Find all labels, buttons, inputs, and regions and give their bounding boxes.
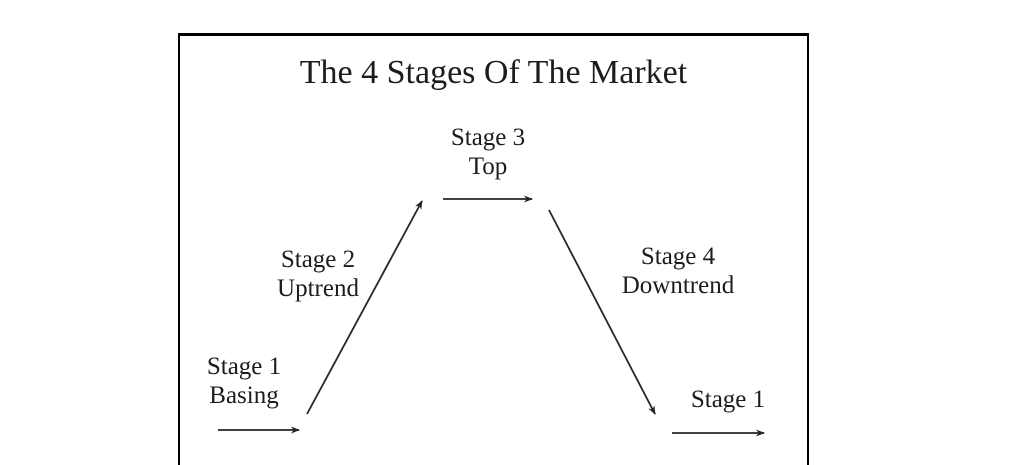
stage3-phase: Top	[468, 153, 508, 180]
stage1-phase: Basing	[209, 382, 279, 409]
stage2-uptrend-arrow-icon	[306, 200, 423, 415]
diagram-arrow-layer	[218, 195, 765, 437]
stage1-next-cycle-name: Stage 1	[690, 386, 766, 413]
label-stage1-next-cycle: Stage 1	[691, 385, 765, 414]
stage4-downtrend-arrow-icon	[548, 209, 656, 415]
stage1-name: Stage 1	[206, 353, 282, 380]
market-stages-diagram: The 4 Stages Of The Market Stage 3 Top S…	[178, 33, 809, 465]
label-stage2-uptrend: Stage 2 Uptrend	[277, 245, 359, 303]
label-stage1-basing: Stage 1 Basing	[207, 352, 281, 410]
stage4-name: Stage 4	[640, 243, 716, 270]
stage2-phase: Uptrend	[277, 275, 359, 302]
stage3-name: Stage 3	[450, 124, 526, 151]
stage4-phase: Downtrend	[621, 272, 735, 299]
diagram-title: The 4 Stages Of The Market	[299, 54, 688, 91]
label-stage4-downtrend: Stage 4 Downtrend	[622, 242, 734, 300]
label-stage3-top: Stage 3 Top	[451, 123, 525, 181]
stage2-name: Stage 2	[280, 246, 356, 273]
